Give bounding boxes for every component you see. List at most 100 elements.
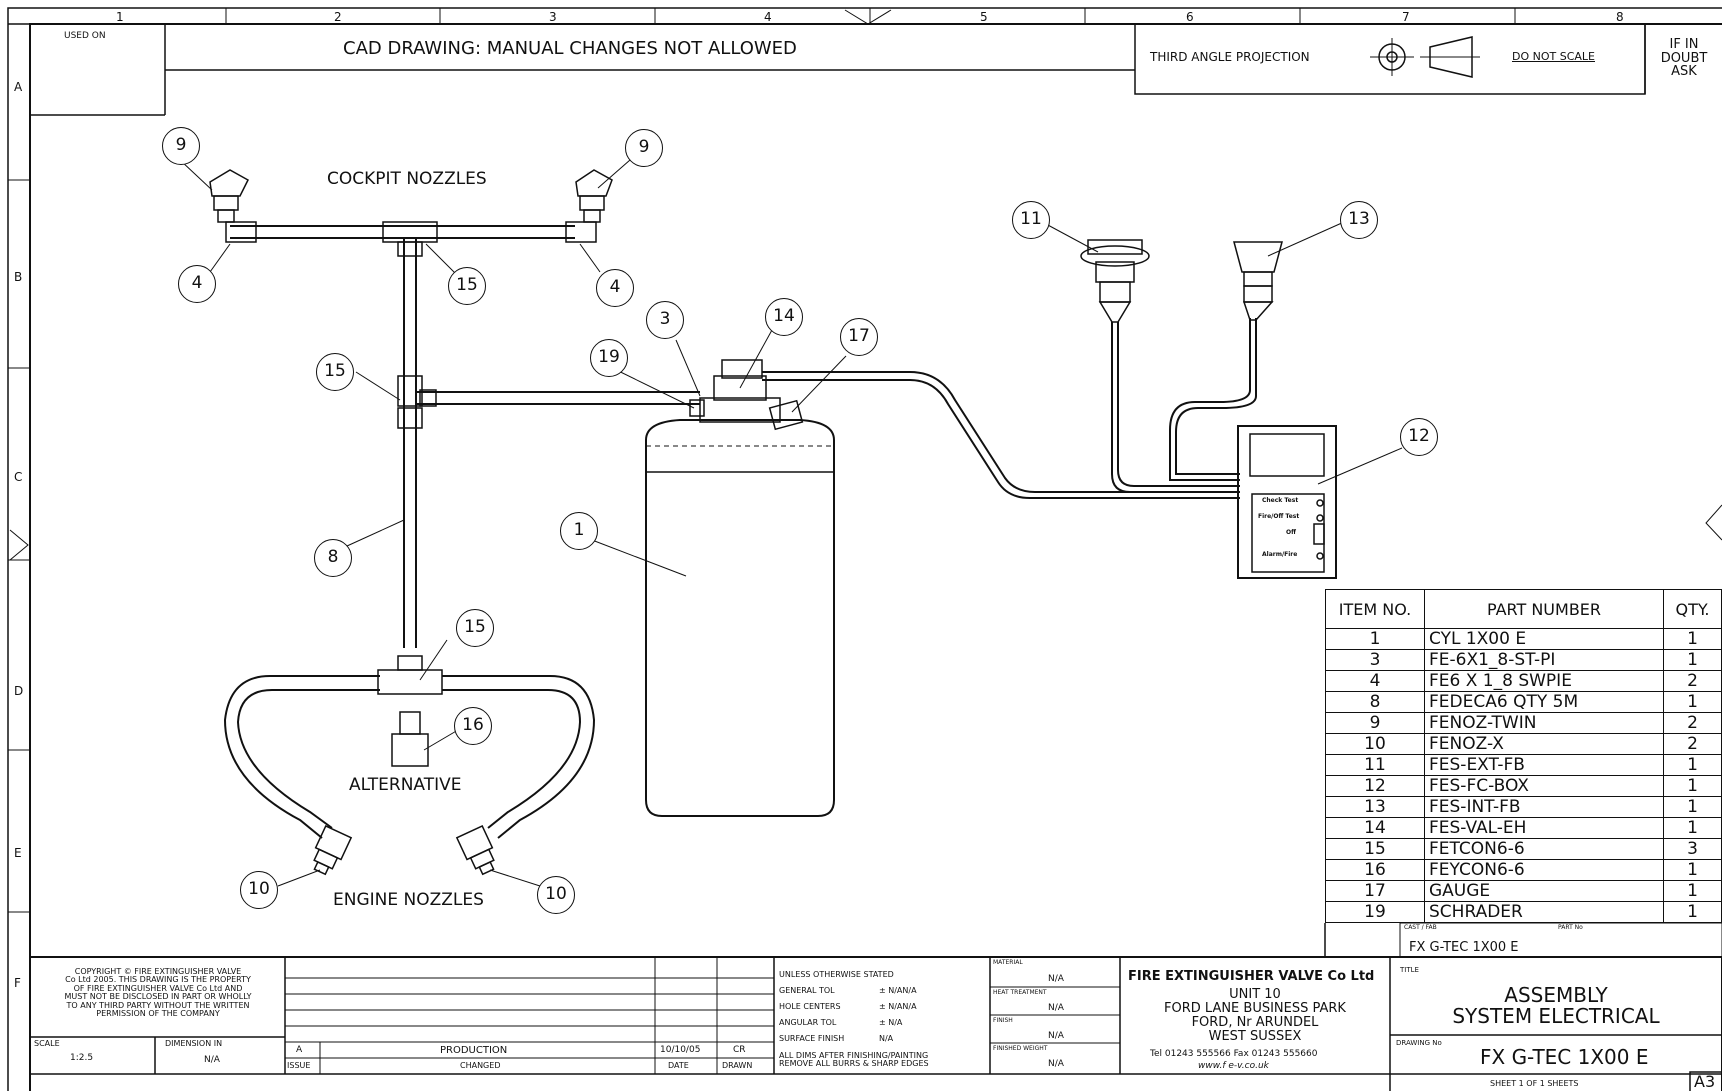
used-on-label: USED ON	[64, 31, 106, 41]
bom-part-number: GAUGE	[1424, 880, 1664, 902]
callout-3: 3	[646, 301, 684, 339]
callout-9-left: 9	[162, 127, 200, 165]
callout-10-right: 10	[537, 876, 575, 914]
callout-17: 17	[840, 318, 878, 356]
box-label-off: Off	[1286, 529, 1296, 536]
grid-col-2: 2	[334, 10, 342, 24]
bom-qty: 2	[1663, 670, 1722, 692]
callout-9-right: 9	[625, 129, 663, 167]
bom-part-number: SCHRADER	[1424, 901, 1664, 923]
bom-part-number: FETCON6-6	[1424, 838, 1664, 860]
rev-header-drawn: DRAWN	[722, 1061, 753, 1070]
bom-part-number: FENOZ-X	[1424, 733, 1664, 755]
alternative-label: ALTERNATIVE	[349, 775, 462, 795]
bom-item-no: 11	[1325, 754, 1425, 776]
tolerance-row: UNLESS OTHERWISE STATED	[779, 970, 989, 986]
bom-qty: 1	[1663, 859, 1722, 881]
drawing-number: FX G-TEC 1X00 E	[1480, 1045, 1649, 1069]
callout-12: 12	[1400, 418, 1438, 456]
grid-row-f: F	[14, 976, 21, 990]
cast-value: FX G-TEC 1X00 E	[1409, 940, 1519, 955]
callout-14: 14	[765, 298, 803, 336]
callout-4-right: 4	[596, 269, 634, 307]
bom-qty: 3	[1663, 838, 1722, 860]
weight-label: FINISHED WEIGHT	[993, 1045, 1048, 1052]
bom-item-no: 10	[1325, 733, 1425, 755]
tolerance-label: GENERAL TOL	[779, 986, 835, 995]
grid-row-b: B	[14, 270, 23, 284]
bom-part-number: FEYCON6-6	[1424, 859, 1664, 881]
finish-value: N/A	[1048, 1031, 1064, 1041]
bom-item-no: 3	[1325, 649, 1425, 671]
drawing-no-label: DRAWING No	[1396, 1039, 1442, 1047]
company-web: www.f e-v.co.uk	[1198, 1061, 1269, 1071]
bom-part-number: FES-VAL-EH	[1424, 817, 1664, 839]
scale-value: 1:2.5	[70, 1053, 94, 1063]
tolerance-label: ANGULAR TOL	[779, 1018, 837, 1027]
bom-part-number: FES-FC-BOX	[1424, 775, 1664, 797]
callout-8: 8	[314, 539, 352, 577]
callout-16: 16	[454, 707, 492, 745]
bom-header-row: ITEM NO. PART NUMBER QTY.	[1325, 589, 1722, 629]
grid-col-4: 4	[764, 10, 772, 24]
cast-label: CAST / FAB	[1404, 924, 1437, 931]
grid-row-e: E	[14, 846, 22, 860]
bom-part-number: FEDECA6 QTY 5M	[1424, 691, 1664, 713]
bom-item-no: 8	[1325, 691, 1425, 713]
tolerance-row: GENERAL TOL± N/AN/A	[779, 986, 989, 1002]
grid-col-8: 8	[1616, 10, 1624, 24]
bom-qty: 1	[1663, 817, 1722, 839]
scale-label: SCALE	[34, 1039, 60, 1048]
box-label-test: Fire/Off Test	[1258, 513, 1300, 520]
tolerance-row: HOLE CENTERS ± N/AN/A	[779, 1002, 989, 1018]
bom-item-no: 4	[1325, 670, 1425, 692]
bom-part-number: CYL 1X00 E	[1424, 628, 1664, 650]
company-phone: Tel 01243 555566 Fax 01243 555660	[1150, 1049, 1318, 1059]
title-label: TITLE	[1400, 966, 1419, 974]
dimension-value: N/A	[204, 1055, 220, 1065]
bom-part-number: FES-EXT-FB	[1424, 754, 1664, 776]
tolerance-label: SURFACE FINISH	[779, 1034, 845, 1043]
tolerance-value: ± N/AN/A	[879, 1002, 917, 1011]
tolerance-label: UNLESS OTHERWISE STATED	[779, 970, 894, 979]
bom-qty: 2	[1663, 733, 1722, 755]
heat-treatment-value: N/A	[1048, 1003, 1064, 1013]
box-label-check: Check Test	[1262, 497, 1299, 504]
grid-col-5: 5	[980, 10, 988, 24]
bom-qty: 2	[1663, 712, 1722, 734]
grid-col-7: 7	[1402, 10, 1410, 24]
rev-header-date: DATE	[668, 1061, 689, 1070]
bom-item-no: 13	[1325, 796, 1425, 818]
rev-date: 10/10/05	[660, 1045, 701, 1055]
rev-issue: A	[296, 1045, 303, 1055]
bom-part-number: FENOZ-TWIN	[1424, 712, 1664, 734]
callout-15-bottom: 15	[456, 609, 494, 647]
sheet-note: SHEET 1 OF 1 SHEETS	[1490, 1079, 1579, 1088]
tolerance-label: HOLE CENTERS	[779, 1002, 841, 1011]
callout-15-middle: 15	[316, 353, 354, 391]
bom-part-number: FE6 X 1_8 SWPIE	[1424, 670, 1664, 692]
bom-header-part: PART NUMBER	[1424, 589, 1664, 629]
bom-qty: 1	[1663, 775, 1722, 797]
material-label: MATERIAL	[993, 959, 1023, 966]
finish-label: FINISH	[993, 1017, 1013, 1024]
bom-header-item: ITEM NO.	[1325, 589, 1425, 629]
